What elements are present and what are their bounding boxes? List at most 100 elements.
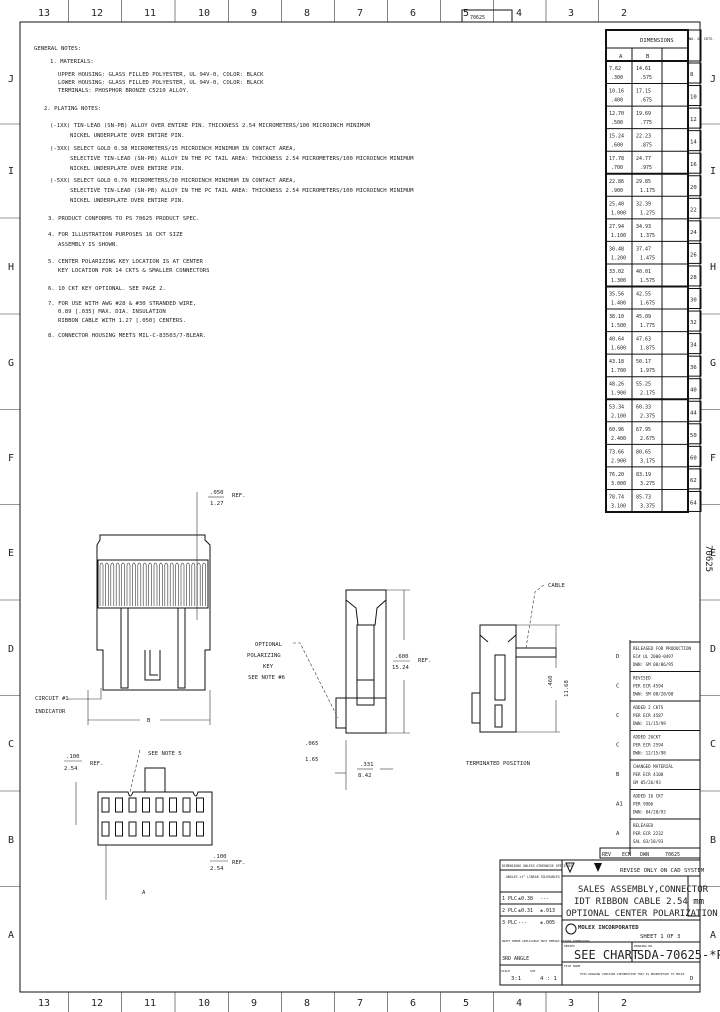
revision-text: EC# UL 2000-0497 bbox=[633, 654, 674, 659]
zone-row-label: F bbox=[8, 453, 14, 464]
side-left-mm: 1.65 bbox=[305, 757, 318, 763]
zone-row-label: A bbox=[8, 930, 14, 941]
dim-b-mm: 29.85 bbox=[636, 179, 651, 185]
dim-b-mm: 24.77 bbox=[636, 156, 651, 162]
bottom-view: SEE NOTE 5 .100 2.54 REF. .100 2.54 REF.… bbox=[64, 749, 245, 900]
dim-b-in: 2.175 bbox=[640, 391, 655, 397]
side-bottom-mm: 8.42 bbox=[358, 773, 371, 779]
dim-circuits: 62 bbox=[690, 478, 697, 484]
note-line: 0.89 [.035] MAX. DIA. INSULATION bbox=[58, 309, 166, 315]
revision-text: PER ECR 4594 bbox=[633, 684, 664, 689]
note-line: KEY LOCATION FOR 14 CKTS & SMALLER CONNE… bbox=[58, 268, 210, 274]
side-view: .600 15.24 REF. OPTIONAL POLARIZING KEY … bbox=[247, 589, 431, 790]
revision-text: DWN: GM 08/06/95 bbox=[633, 662, 674, 667]
revision-text: PER ECR 4587 bbox=[633, 713, 664, 718]
note-line: 2. PLATING NOTES: bbox=[44, 106, 101, 112]
note-line: 6. 10 CKT KEY OPTIONAL. SEE PAGE 2. bbox=[48, 286, 166, 292]
zone-column-label: 3 bbox=[568, 998, 574, 1009]
zone-row-label: G bbox=[710, 358, 716, 369]
side-label: 70625 bbox=[703, 545, 713, 572]
dim-a-mm: 35.56 bbox=[609, 292, 624, 298]
dim-b-mm: 37.47 bbox=[636, 246, 651, 252]
revision-text: DWN: 04/28/93 bbox=[633, 810, 666, 815]
note-line: NICKEL UNDERPLATE OVER ENTIRE PIN. bbox=[70, 166, 185, 172]
note-line: 8. CONNECTOR HOUSING MEETS MIL-C-83503/7… bbox=[48, 333, 206, 339]
title-line-1: SALES ASSEMBLY,CONNECTOR bbox=[578, 885, 709, 895]
zone-row-label: I bbox=[710, 166, 716, 177]
dim-a-mm: 27.94 bbox=[609, 224, 624, 230]
zone-row-label: G bbox=[8, 358, 14, 369]
note-line: 1. MATERIALS: bbox=[50, 59, 94, 65]
dim-circuits: 50 bbox=[690, 433, 697, 439]
dim-circuits: 20 bbox=[690, 185, 697, 191]
bottom-pitch2-mm: 2.54 bbox=[210, 866, 224, 872]
see-note-5: SEE NOTE 5 bbox=[148, 751, 182, 757]
zone-row-label: H bbox=[710, 262, 716, 273]
dim-b-in: 3.175 bbox=[640, 458, 655, 464]
pin-cavity bbox=[182, 797, 191, 813]
dim-b-in: .675 bbox=[640, 98, 652, 104]
pin-cavity bbox=[128, 821, 137, 837]
dim-b-mm: 19.69 bbox=[636, 111, 651, 117]
dim-b-in: 3.275 bbox=[640, 481, 655, 487]
dim-circuits: 10 bbox=[690, 95, 697, 101]
dim-b-in: 1.775 bbox=[640, 323, 655, 329]
revision-text: PER ECR 2594 bbox=[633, 743, 664, 748]
zone-column-label: 2 bbox=[621, 8, 627, 19]
dim-b-mm: 85.73 bbox=[636, 494, 651, 500]
revision-letter: C bbox=[616, 713, 619, 719]
dim-b-in: 1.975 bbox=[640, 368, 655, 374]
dim-circuits: 16 bbox=[690, 162, 697, 168]
zone-column-label: 2 bbox=[621, 998, 627, 1009]
dimensions-title: DIMENSIONS bbox=[640, 38, 674, 44]
revision-text: PER 9906 bbox=[633, 802, 654, 807]
zone-column-label: 11 bbox=[144, 8, 156, 19]
bottom-pitch-ref: REF. bbox=[90, 761, 103, 767]
dim-circuits: 8 bbox=[690, 72, 694, 78]
revision-footer-cell: DWN bbox=[640, 852, 649, 858]
dim-b-in: 1.675 bbox=[640, 301, 655, 307]
dim-a-mm: 53.34 bbox=[609, 404, 624, 410]
note-line: NICKEL UNDERPLATE OVER ENTIRE PIN. bbox=[70, 133, 185, 139]
side-height-ref: REF. bbox=[418, 658, 431, 664]
note-line: UPPER HOUSING: GLASS FILLED POLYESTER, U… bbox=[58, 72, 264, 78]
circuits-header: NO. OF CKTS. bbox=[689, 37, 714, 41]
dim-b-in: 1.275 bbox=[640, 210, 655, 216]
dim-b-mm: 40.01 bbox=[636, 269, 651, 275]
revision-text: CHANGED MATERIAL bbox=[633, 764, 674, 769]
dim-circuits: 24 bbox=[690, 230, 697, 236]
dim-a-in: 3.000 bbox=[611, 481, 626, 487]
dim-a-mm: 76.20 bbox=[609, 472, 624, 478]
series-label: SERIES bbox=[564, 944, 575, 948]
revision-text: PER ECR 4108 bbox=[633, 772, 664, 777]
revision-letter: C bbox=[616, 684, 619, 690]
tolerance-mm: --- bbox=[518, 920, 527, 926]
zone-row-label: B bbox=[710, 835, 716, 846]
terminated-caption: TERMINATED POSITION bbox=[466, 761, 530, 767]
dim-circuits: 26 bbox=[690, 252, 697, 258]
revise-note: REVISE ONLY ON CAD SYSTEM bbox=[620, 868, 705, 874]
tolerance-mm: ±0.38 bbox=[518, 896, 533, 902]
dim-circuits: 64 bbox=[690, 500, 697, 506]
revision-letter: D bbox=[616, 654, 620, 660]
zone-row-label: F bbox=[710, 453, 716, 464]
pin-cavity bbox=[169, 821, 177, 837]
zone-row-label: C bbox=[710, 739, 716, 750]
terminated-view: .460 11.68 CABLE TERMINATED POSITION bbox=[466, 583, 570, 767]
zone-column-label: 3 bbox=[568, 8, 574, 19]
note-line: 5. CENTER POLARIZING KEY LOCATION IS AT … bbox=[48, 259, 204, 265]
dim-a-in: 2.400 bbox=[611, 436, 626, 442]
pin-cavity bbox=[155, 797, 164, 813]
dim-b-in: 1.175 bbox=[640, 188, 655, 194]
drawing-no-value: SDA-70625-*P bbox=[637, 948, 720, 962]
sheet-number: SHEET 1 OF 3 bbox=[640, 934, 680, 940]
note-line: SELECTIVE TIN-LEAD (SN-PB) ALLOY IN THE … bbox=[70, 188, 414, 194]
